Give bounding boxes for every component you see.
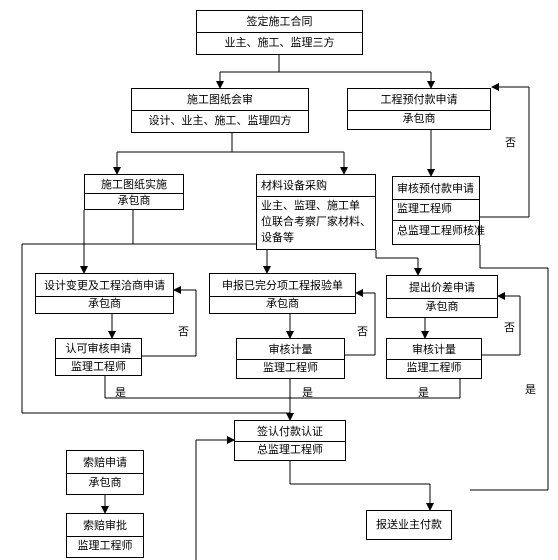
payment-cert-sub: 总监理工程师	[257, 443, 323, 456]
payment-cert-title: 签认付款认证	[257, 425, 323, 438]
approve-review-title: 认可审核申请	[65, 342, 132, 355]
drawing-review-sub: 设计、业主、施工、监理四方	[148, 114, 292, 127]
claim-apply-sub: 承包商	[88, 476, 122, 489]
design-change-title: 设计变更及工程洽商申请	[44, 279, 165, 292]
label-yes-4: 是	[525, 383, 536, 396]
prepay-apply-sub: 承包商	[402, 112, 436, 125]
contract-title: 签定施工合同	[246, 15, 313, 28]
prepay-review-sub1: 监理工程师	[397, 202, 452, 215]
label-yes-3: 是	[418, 386, 429, 399]
drawing-impl-box: 施工图纸实施 承包商	[84, 174, 184, 210]
label-no-measure-b: 否	[504, 321, 515, 334]
label-no-design: 否	[178, 325, 189, 338]
design-change-sub: 承包商	[88, 297, 121, 310]
measure-b-title: 审核计量	[412, 343, 456, 356]
drawing-review-title: 施工图纸会审	[187, 93, 253, 106]
claim-apply-title: 索赔申请	[83, 456, 127, 469]
design-change-box: 设计变更及工程洽商申请 承包商	[35, 273, 174, 314]
label-yes-1: 是	[115, 386, 126, 399]
claim-approve-box: 索赔审批 监理工程师	[66, 513, 144, 558]
material-box: 材料设备采购 业主、监理、施工单 位联合考察厂家材料、 设备等	[256, 174, 376, 250]
approve-review-box: 认可审核申请 监理工程师	[55, 338, 142, 376]
measure-a-box: 审核计量 监理工程师	[236, 338, 345, 379]
contract-sub: 业主、施工、监理三方	[224, 36, 335, 49]
prepay-review-box: 审核预付款申请 监理工程师 总监理工程师核准	[392, 176, 485, 245]
drawing-impl-title: 施工图纸实施	[101, 178, 167, 191]
material-line-2: 位联合考察厂家材料、	[261, 215, 371, 228]
measure-a-sub: 监理工程师	[263, 361, 318, 374]
payment-cert-box: 签认付款认证 总监理工程师	[234, 420, 346, 461]
drawing-impl-sub: 承包商	[117, 194, 151, 207]
prepay-review-title: 审核预付款申请	[397, 182, 474, 195]
price-diff-sub: 承包商	[425, 300, 459, 313]
label-no-measure-a: 否	[357, 325, 368, 338]
material-line-3: 设备等	[261, 231, 294, 244]
prepay-apply-box: 工程预付款申请 承包商	[347, 88, 491, 130]
prepay-review-sub2: 总监理工程师核准	[397, 224, 485, 237]
approve-review-sub: 监理工程师	[71, 360, 126, 373]
submit-owner-box: 报送业主付款	[366, 510, 452, 540]
measure-a-title: 审核计量	[268, 343, 313, 356]
drawing-review-box: 施工图纸会审 设计、业主、施工、监理四方	[131, 88, 309, 133]
prepay-apply-title: 工程预付款申请	[380, 93, 458, 106]
label-no-prepay: 否	[505, 136, 516, 149]
contract-box: 签定施工合同 业主、施工、监理三方	[196, 10, 363, 55]
price-diff-title: 提出价差申请	[409, 281, 475, 294]
material-line-1: 业主、监理、施工单	[261, 199, 360, 212]
material-title: 材料设备采购	[261, 179, 327, 192]
claim-approve-sub: 监理工程师	[77, 539, 133, 552]
price-diff-box: 提出价差申请 承包商	[386, 275, 498, 318]
measure-b-box: 审核计量 监理工程师	[386, 338, 482, 379]
report-done-title: 申报已完分项工程报验单	[222, 279, 343, 292]
measure-b-sub: 监理工程师	[406, 361, 462, 374]
report-done-box: 申报已完分项工程报验单 承包商	[209, 273, 356, 314]
label-yes-2: 是	[302, 386, 313, 399]
submit-owner-title: 报送业主付款	[376, 518, 442, 531]
claim-approve-title: 索赔审批	[83, 519, 127, 532]
claim-apply-box: 索赔申请 承包商	[66, 450, 144, 495]
report-done-sub: 承包商	[266, 297, 299, 310]
